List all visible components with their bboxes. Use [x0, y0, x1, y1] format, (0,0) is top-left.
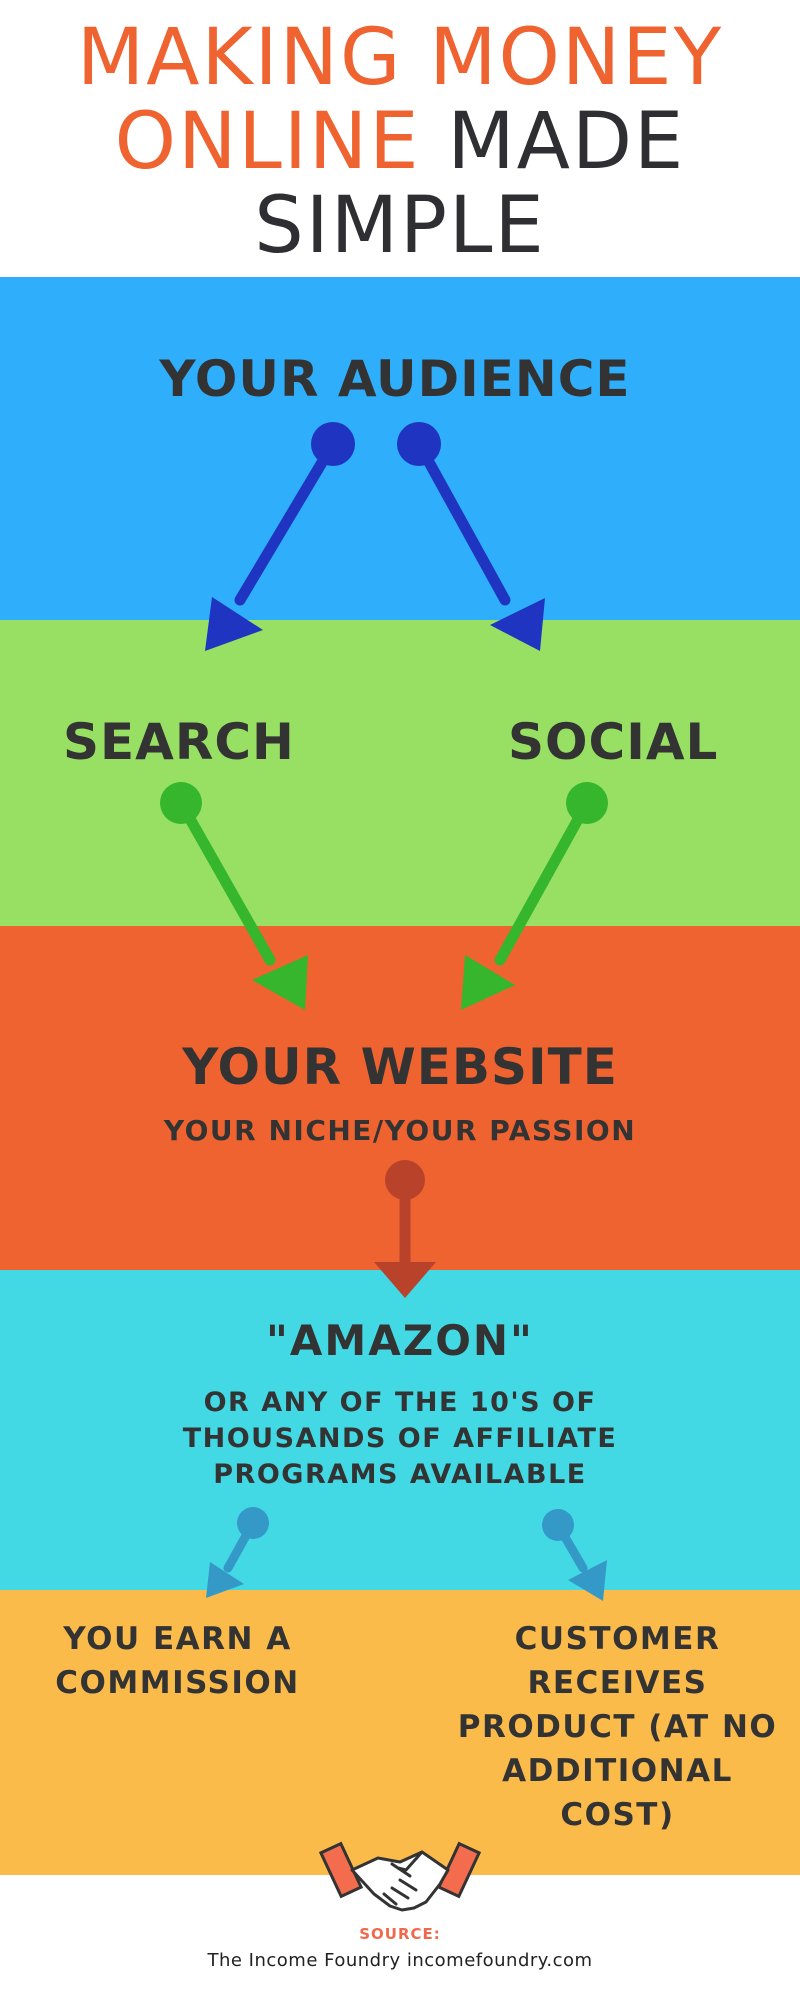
source-text: The Income Foundry incomefoundry.com: [207, 1950, 593, 1971]
amazon-heading: "AMAZON": [266, 1316, 534, 1365]
amazon-description-line: PROGRAMS AVAILABLE: [213, 1459, 587, 1490]
customer-line: RECEIVES: [527, 1665, 708, 1701]
customer-line: CUSTOMER: [514, 1621, 721, 1657]
title-text-3: SIMPLE: [254, 181, 546, 271]
amazon-description: OR ANY OF THE 10'S OF THOUSANDS OF AFFIL…: [0, 1385, 800, 1493]
customer-line: PRODUCT (AT NO: [457, 1709, 778, 1745]
title-highlight: ONLINE: [114, 97, 421, 187]
customer-text: CUSTOMER RECEIVES PRODUCT (AT NO ADDITIO…: [440, 1617, 795, 1837]
title-line-1: MAKING MONEY: [0, 16, 800, 100]
source-label: SOURCE:: [359, 1925, 441, 1943]
commission-line: COMMISSION: [55, 1665, 300, 1701]
audience-section: [0, 277, 800, 620]
search-label: SEARCH: [63, 713, 295, 771]
title-line-2: ONLINE MADE: [0, 100, 800, 184]
title-rest: MADE: [447, 97, 686, 187]
amazon-description-line: OR ANY OF THE 10'S OF: [203, 1387, 597, 1418]
commission-line: YOU EARN A: [63, 1621, 292, 1657]
title-line-3: SIMPLE: [0, 184, 800, 268]
social-label: SOCIAL: [508, 713, 719, 771]
audience-heading: YOUR AUDIENCE: [159, 350, 631, 408]
results-section: [0, 1590, 800, 1875]
website-section: [0, 926, 800, 1270]
customer-line: COST): [560, 1797, 675, 1833]
website-heading: YOUR WEBSITE: [182, 1038, 618, 1096]
website-subheading: YOUR NICHE/YOUR PASSION: [163, 1114, 637, 1147]
traffic-section: [0, 620, 800, 926]
customer-line: ADDITIONAL: [502, 1753, 733, 1789]
amazon-description-line: THOUSANDS OF AFFILIATE: [182, 1423, 618, 1454]
amazon-section: [0, 1270, 800, 1590]
commission-text: YOU EARN A COMMISSION: [30, 1617, 325, 1705]
title-text-1: MAKING MONEY: [76, 13, 724, 103]
